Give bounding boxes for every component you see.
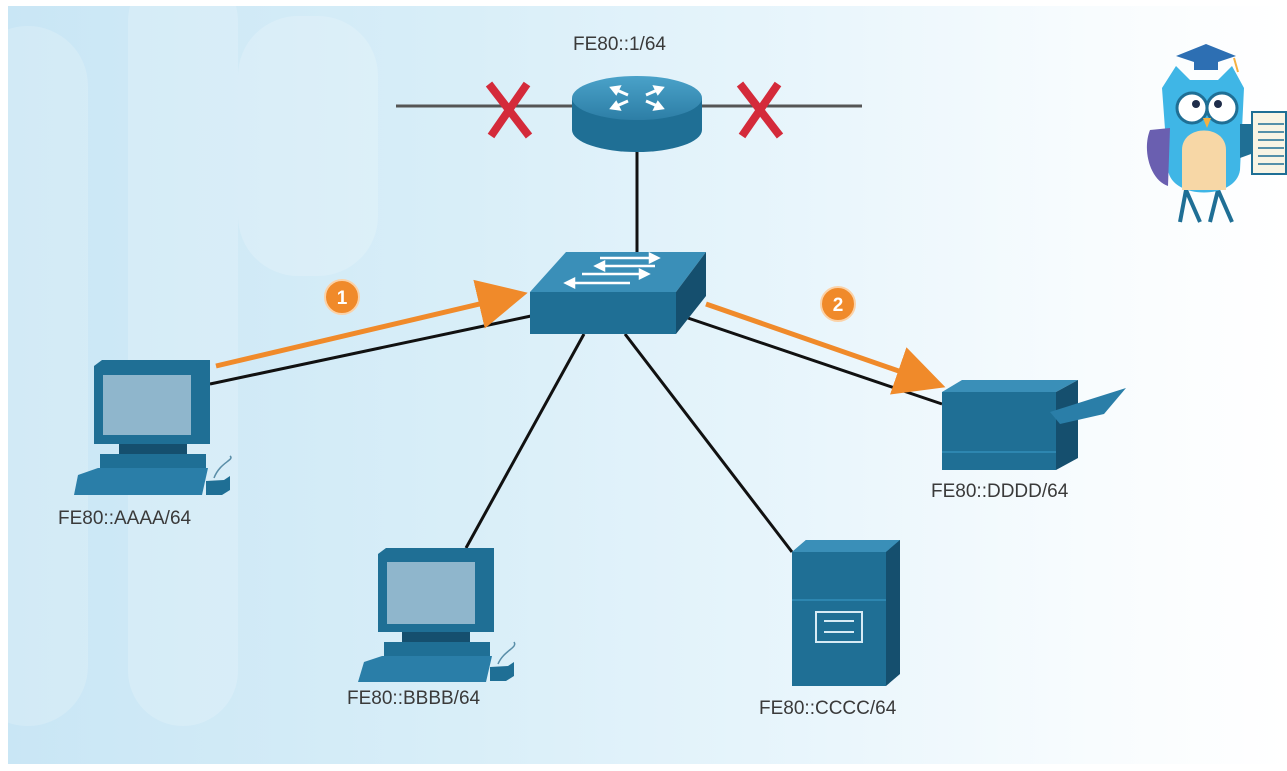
step-badge-1-label: 1 (337, 288, 348, 309)
blocked-x-right-icon (736, 81, 784, 139)
link-pc-a (209, 314, 532, 386)
router-icon (572, 76, 702, 152)
blocked-x-left-icon (485, 81, 533, 139)
link-pc-b (464, 333, 586, 549)
step-badge-1: 1 (324, 279, 360, 315)
server-c-icon (792, 540, 900, 686)
step-badge-2-label: 2 (833, 295, 844, 316)
printer-d-address-label: FE80::DDDD/64 (931, 481, 1069, 502)
pc-b-icon (358, 548, 516, 682)
pc-a-icon (74, 360, 232, 495)
link-server-c (623, 333, 794, 553)
step-badge-2: 2 (820, 286, 856, 322)
link-printer-d (681, 314, 943, 406)
flow-arrow-2 (705, 301, 946, 395)
pc-a-address-label: FE80::AAAA/64 (58, 508, 192, 529)
flow-arrow-1 (215, 279, 528, 369)
pc-b-address-label: FE80::BBBB/64 (347, 688, 481, 709)
router-address-label: FE80::1/64 (573, 34, 666, 55)
printer-d-icon (942, 380, 1126, 470)
owl-mascot-icon (1146, 44, 1287, 223)
server-c-address-label: FE80::CCCC/64 (759, 698, 897, 719)
switch-icon (530, 251, 706, 334)
